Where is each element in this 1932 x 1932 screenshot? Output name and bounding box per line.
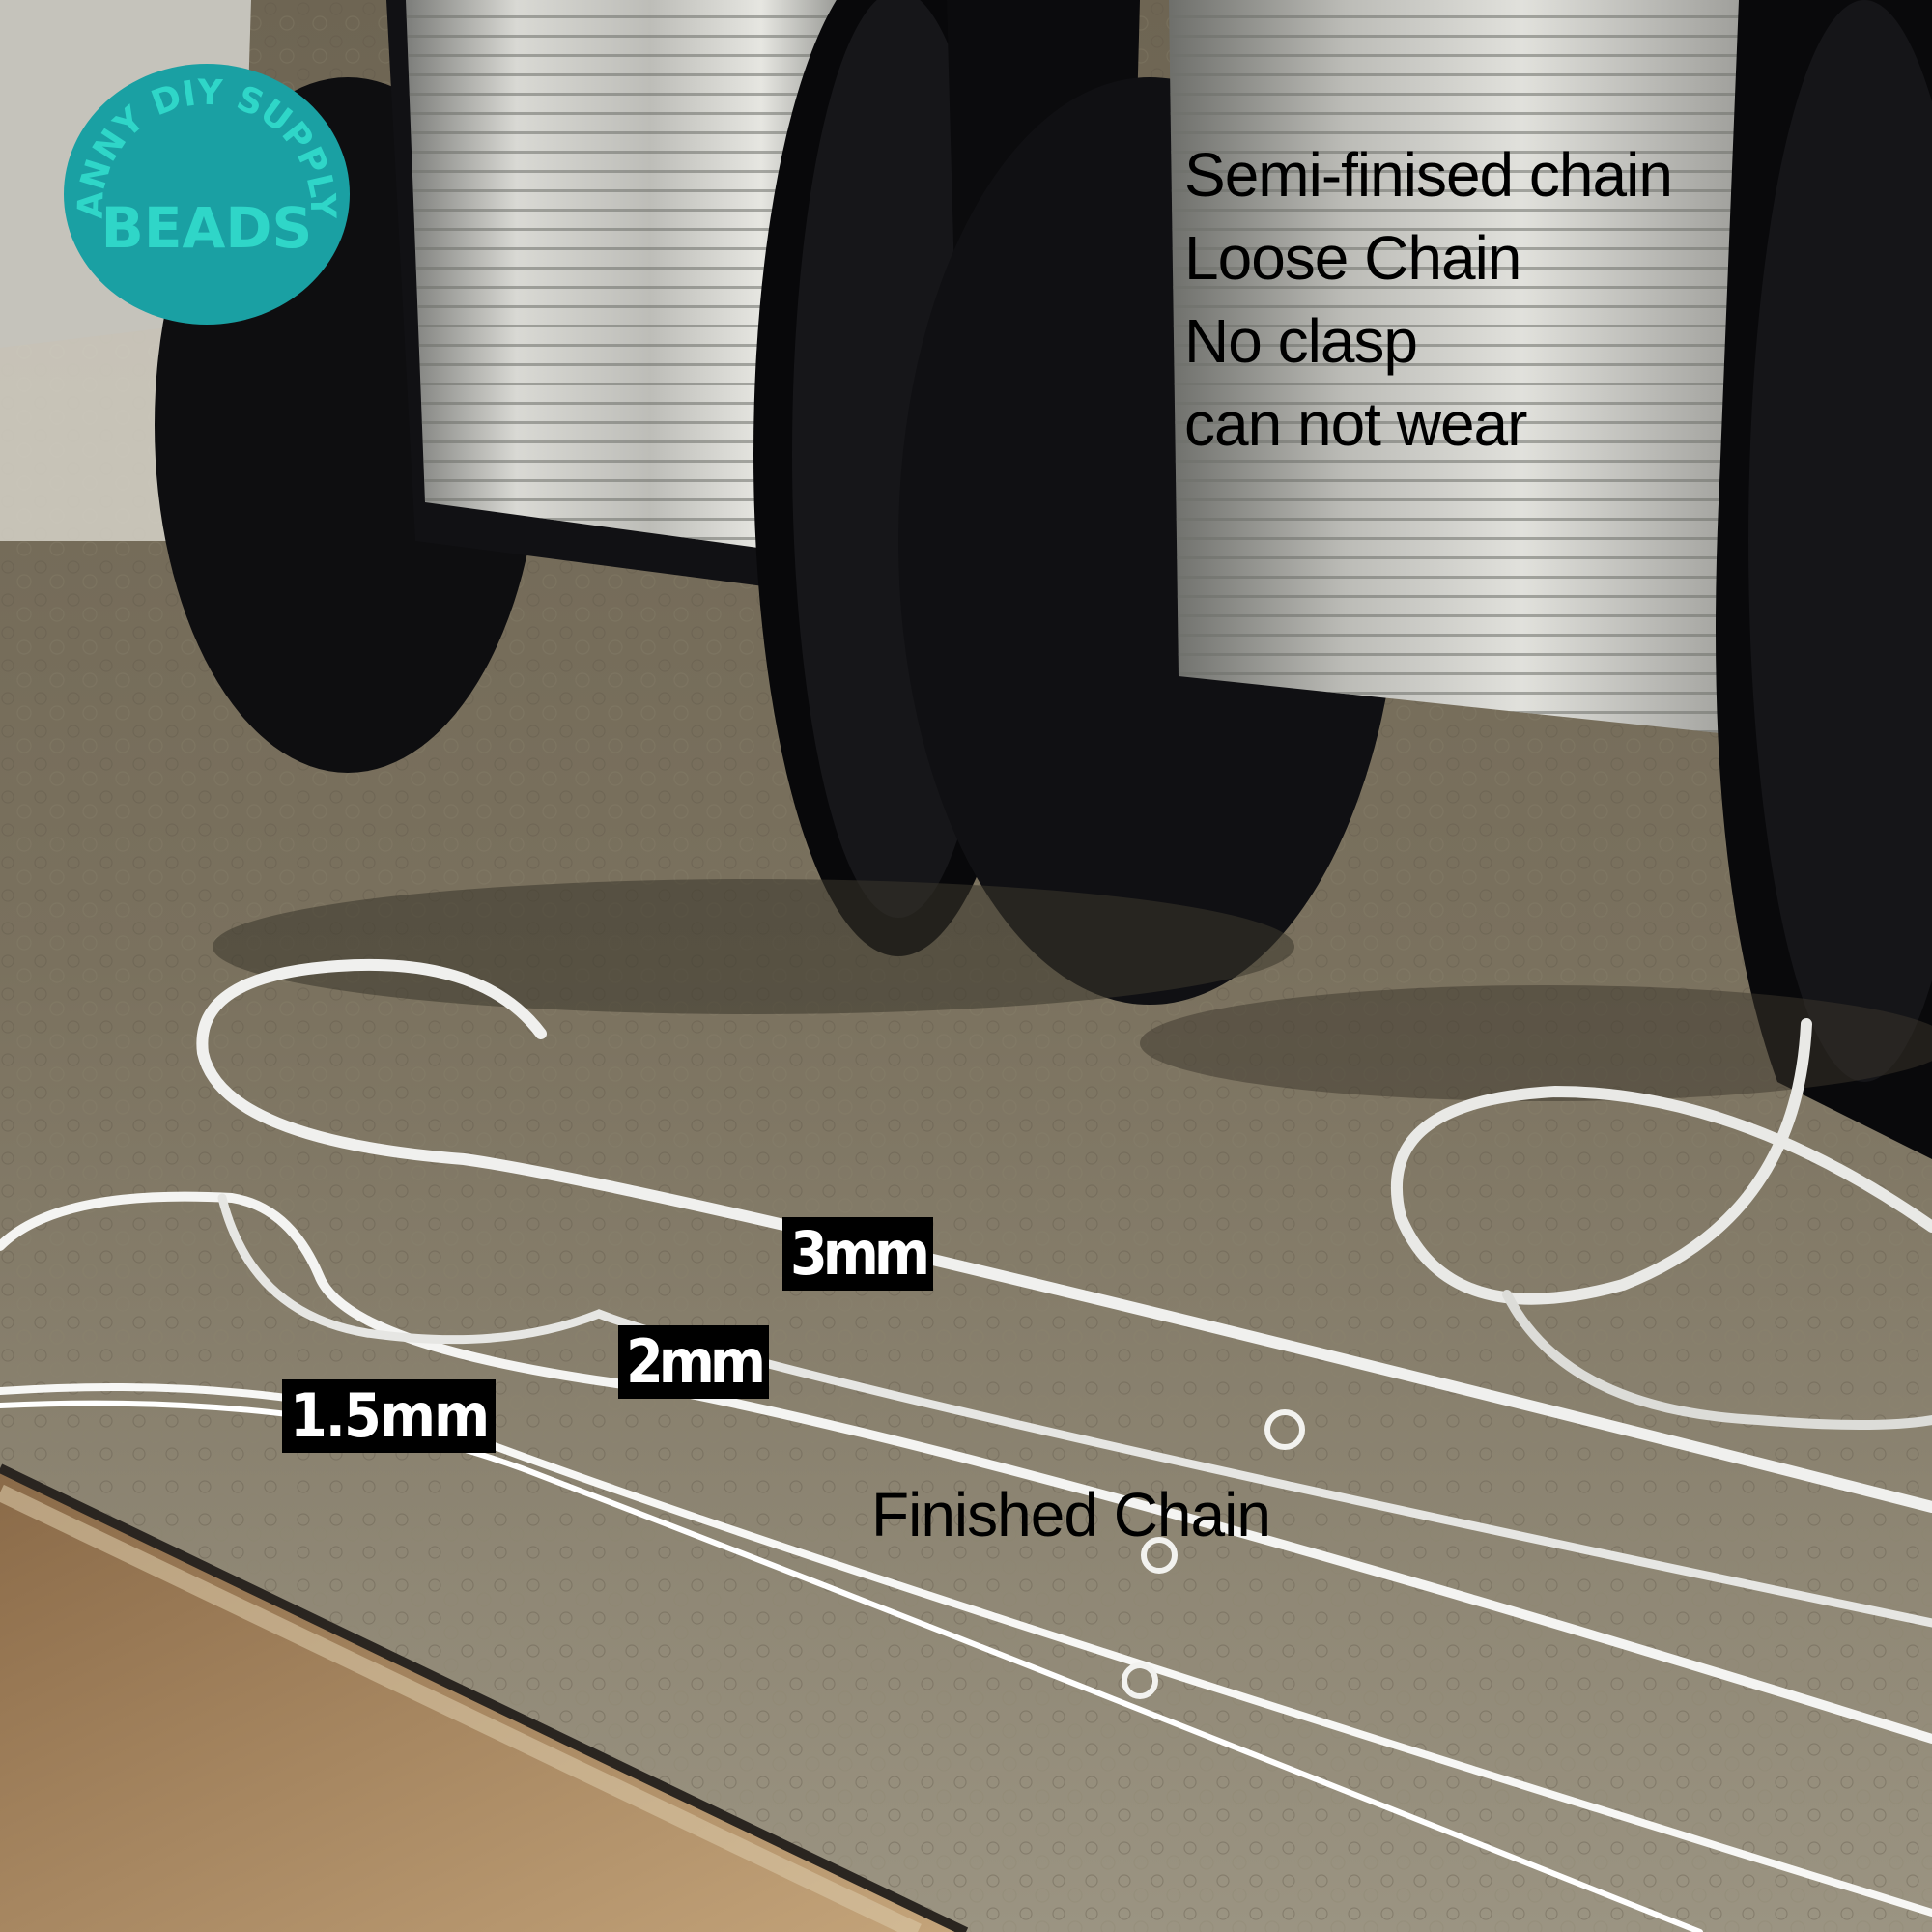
brand-logo: ANNY DIY SUPPLY BEADS: [64, 64, 350, 325]
size-label-3mm: 3mm: [782, 1217, 934, 1291]
size-label-2mm: 2mm: [618, 1325, 770, 1399]
note-line-3: No clasp: [1184, 306, 1418, 376]
note-line-4: can not wear: [1184, 389, 1527, 459]
semi-finished-note: Semi-finised chain Loose Chain No clasp …: [1184, 133, 1673, 466]
note-line-2: Loose Chain: [1184, 223, 1521, 293]
finished-chain-label: Finished Chain: [871, 1480, 1271, 1549]
logo-badge-circle: [64, 64, 350, 325]
size-label-1-5mm: 1.5mm: [282, 1379, 497, 1453]
logo-main-text: BEADS: [101, 195, 313, 261]
note-line-1: Semi-finised chain: [1184, 140, 1673, 210]
